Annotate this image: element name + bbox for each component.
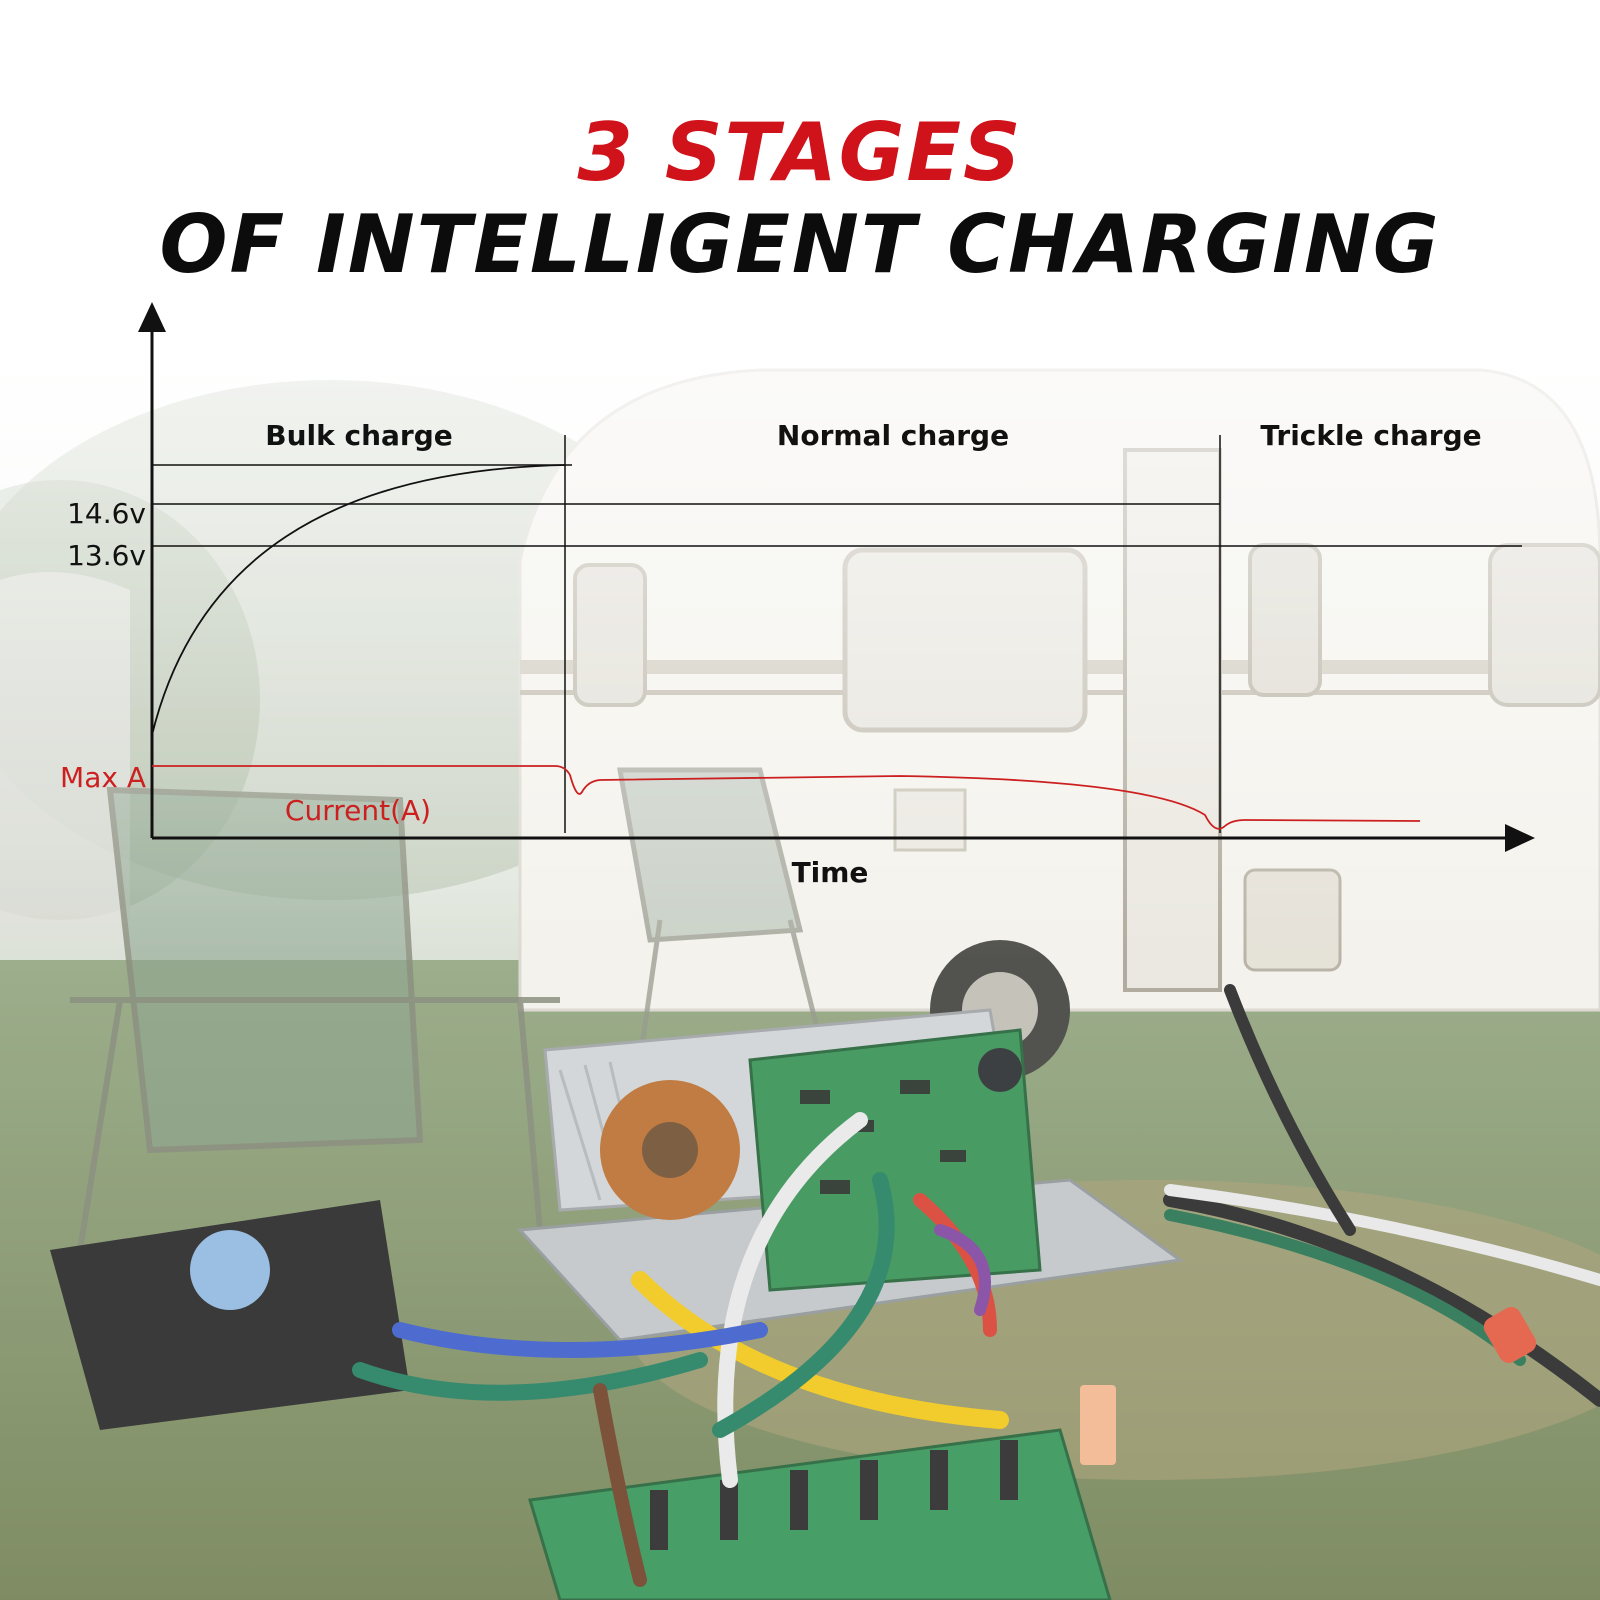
- stage-label-trickle: Trickle charge: [1260, 419, 1481, 452]
- max-current-label: Max A: [60, 761, 146, 794]
- stage-label-normal: Normal charge: [777, 419, 1009, 452]
- current-curve-label: Current(A): [285, 794, 431, 827]
- current-curve: [152, 765, 1421, 830]
- voltage-label-13-6: 13.6v: [67, 539, 146, 572]
- voltage-label-14-6: 14.6v: [67, 497, 146, 530]
- x-axis-label: Time: [792, 856, 869, 889]
- voltage-curve: [151, 464, 566, 736]
- x-axis-arrow: [1505, 824, 1535, 852]
- title-line-2: OF INTELLIGENT CHARGING: [159, 198, 1441, 291]
- y-axis-arrow: [138, 302, 166, 332]
- stage-label-bulk: Bulk charge: [265, 419, 453, 452]
- title-line-1: 3 STAGES: [577, 106, 1023, 199]
